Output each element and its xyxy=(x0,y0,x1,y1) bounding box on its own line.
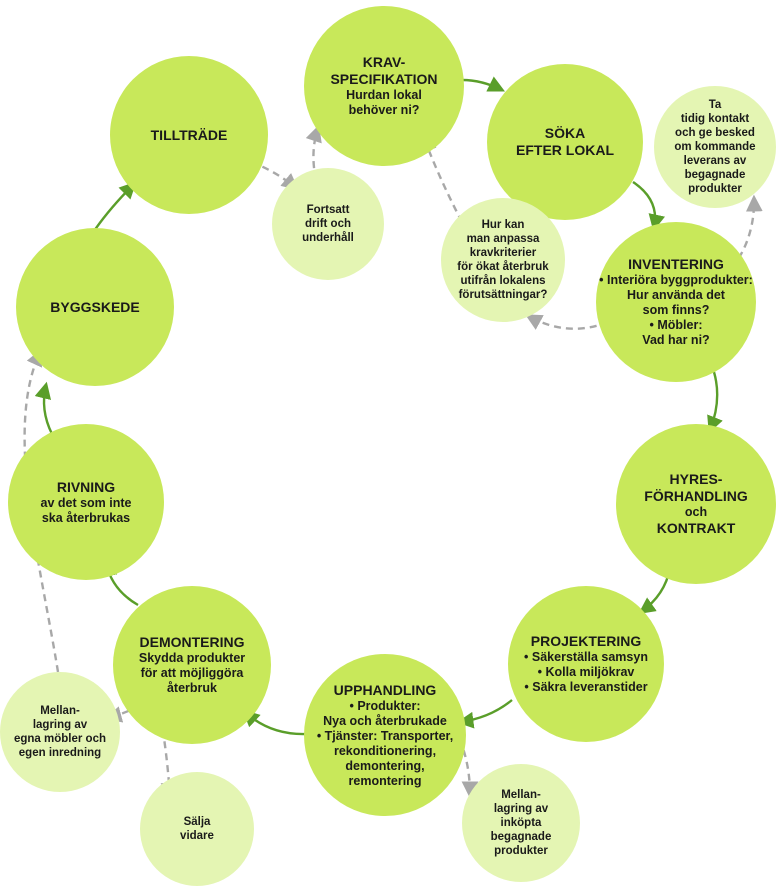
node-inventering-line-1: • Interiöra byggprodukter: xyxy=(599,273,753,287)
note-tatidig-line-2: tidig kontakt xyxy=(680,113,750,125)
node-rivning-title: RIVNING xyxy=(56,478,116,495)
note-salja-vidare: Sälja vidare xyxy=(140,772,254,886)
node-hyres-line-3: och xyxy=(684,505,708,519)
node-upphandling: UPPHANDLING • Produkter: Nya och återbru… xyxy=(304,654,466,816)
note-tatidig-line-3: och ge besked xyxy=(675,127,755,139)
node-demontering-line-1: Skydda produkter xyxy=(138,651,246,665)
node-rivning: RIVNING av det som inte ska återbrukas xyxy=(8,424,164,580)
note-mellan-egna-line-2: lagring av xyxy=(32,719,88,731)
node-demontering: DEMONTERING Skydda produkter för att möj… xyxy=(113,586,271,744)
node-inventering-title: INVENTERING xyxy=(628,256,724,272)
arrow-rivning-to-byggskede xyxy=(34,381,54,435)
node-inventering: INVENTERING • Interiöra byggprodukter: H… xyxy=(596,222,756,382)
note-hurkan-line-6: förutsättningar? xyxy=(458,289,548,301)
node-upphandling-line-1: • Produkter: xyxy=(349,698,421,713)
note-mellan-inkop-line-1: Mellan- xyxy=(501,789,541,801)
arrow-krav-to-soka xyxy=(461,76,506,92)
node-soka-line-2: EFTER LOKAL xyxy=(516,142,614,158)
arrow-projektering-to-upphandling xyxy=(456,699,513,729)
note-tatidig-line-4: om kommande xyxy=(674,141,756,153)
note-hur-kan: Hur kan man anpassa kravkriterier för ök… xyxy=(441,198,565,322)
note-hurkan-line-4: för ökat återbruk xyxy=(457,261,549,273)
node-projektering-line-3: • Säkra leveranstider xyxy=(524,680,648,694)
node-hyres-line-2: FÖRHANDLING xyxy=(644,488,748,504)
note-tatidig-line-6: begagnade xyxy=(684,169,746,181)
dashed-demontering-to-salja xyxy=(156,705,178,800)
note-mellan-egna-line-4: egen inredning xyxy=(18,747,102,759)
note-fortsatt-line-1: Fortsatt xyxy=(306,204,350,216)
node-tilltrade: TILLTRÄDE xyxy=(110,56,268,214)
node-demontering-line-2: för att möjliggöra xyxy=(140,666,244,680)
node-demontering-line-3: återbruk xyxy=(166,681,218,695)
node-kravspecifikation: KRAV- SPECIFIKATION Hurdan lokal behöver… xyxy=(304,6,464,166)
dashed-inventering-to-hurkan xyxy=(525,314,609,330)
arrow-inventering-to-hyres xyxy=(707,371,723,434)
node-projektering: PROJEKTERING • Säkerställa samsyn • Koll… xyxy=(508,586,664,742)
note-mellanlagring-egna: Mellan- lagring av egna möbler och egen … xyxy=(0,672,120,792)
node-inventering-line-3: som finns? xyxy=(642,303,710,317)
node-rivning-line-2: ska återbrukas xyxy=(41,510,131,525)
node-soka-efter-lokal: SÖKA EFTER LOKAL xyxy=(487,64,643,220)
node-kravspecifikation-sub-2: behöver ni? xyxy=(348,103,420,117)
note-ta-tidig-kontakt: Ta tidig kontakt och ge besked om komman… xyxy=(654,86,776,208)
node-soka-line-1: SÖKA xyxy=(544,125,586,141)
dashed-upphandling-to-mellan-inkop xyxy=(447,717,479,799)
node-hyresforhandling: HYRES- FÖRHANDLING och KONTRAKT xyxy=(616,424,776,584)
note-salja-line-1: Sälja xyxy=(183,816,211,828)
note-mellan-egna-line-1: Mellan- xyxy=(40,705,80,717)
arrow-byggskede-to-tilltrade xyxy=(91,181,137,235)
node-byggskede: BYGGSKEDE xyxy=(16,228,174,386)
node-projektering-line-1: • Säkerställa samsyn xyxy=(524,650,648,664)
node-tilltrade-title: TILLTRÄDE xyxy=(150,126,228,143)
note-tatidig-line-1: Ta xyxy=(708,99,722,111)
node-inventering-line-5: Vad har ni? xyxy=(642,333,710,347)
note-mellan-inkop-line-5: produkter xyxy=(494,845,548,857)
node-kravspecifikation-title-1: KRAV- xyxy=(362,54,406,70)
node-kravspecifikation-sub-1: Hurdan lokal xyxy=(346,88,422,102)
note-salja-line-2: vidare xyxy=(180,830,214,842)
node-inventering-line-2: Hur använda det xyxy=(627,288,725,302)
node-upphandling-line-5: demontering, xyxy=(345,758,425,773)
note-hurkan-line-2: man anpassa xyxy=(466,233,540,245)
note-mellan-inkop-line-4: begagnade xyxy=(490,831,552,843)
note-mellanlagring-inkopta: Mellan- lagring av inköpta begagnade pro… xyxy=(462,764,580,882)
arrow-soka-to-inventering xyxy=(632,181,666,232)
node-kravspecifikation-title-2: SPECIFIKATION xyxy=(330,71,438,87)
node-upphandling-line-3: • Tjänster: Transporter, xyxy=(316,728,454,743)
node-projektering-line-2: • Kolla miljökrav xyxy=(537,665,635,679)
note-hurkan-line-5: utifrån lokalens xyxy=(460,275,546,287)
node-upphandling-line-4: rekonditionering, xyxy=(333,743,437,758)
note-mellan-egna-line-3: egna möbler och xyxy=(13,733,107,745)
node-hyres-line-1: HYRES- xyxy=(669,471,723,487)
note-hurkan-line-3: kravkriterier xyxy=(469,247,537,259)
note-tatidig-line-5: leverans av xyxy=(683,155,747,167)
note-fortsatt-line-3: underhåll xyxy=(302,232,354,244)
node-inventering-line-4: • Möbler: xyxy=(649,318,703,332)
node-projektering-title: PROJEKTERING xyxy=(530,633,642,649)
node-upphandling-title: UPPHANDLING xyxy=(333,681,437,698)
arrow-upphandling-to-demontering xyxy=(242,709,307,736)
note-tatidig-line-7: produkter xyxy=(688,183,742,195)
note-mellan-inkop-line-2: lagring av xyxy=(493,803,549,815)
node-byggskede-title: BYGGSKEDE xyxy=(50,298,140,315)
node-upphandling-line-2: Nya och återbrukade xyxy=(323,713,447,728)
node-hyres-line-4: KONTRAKT xyxy=(656,520,736,536)
node-demontering-title: DEMONTERING xyxy=(139,634,245,650)
note-mellan-inkop-line-3: inköpta xyxy=(500,817,542,829)
dashed-mellan-egna-to-byggskede xyxy=(23,348,60,673)
node-upphandling-line-6: remontering xyxy=(348,773,422,788)
node-rivning-line-1: av det som inte xyxy=(40,495,132,510)
note-hurkan-line-1: Hur kan xyxy=(481,219,525,231)
note-fortsatt-line-2: drift och xyxy=(305,218,351,230)
note-fortsatt-drift: Fortsatt drift och underhåll xyxy=(272,168,384,280)
